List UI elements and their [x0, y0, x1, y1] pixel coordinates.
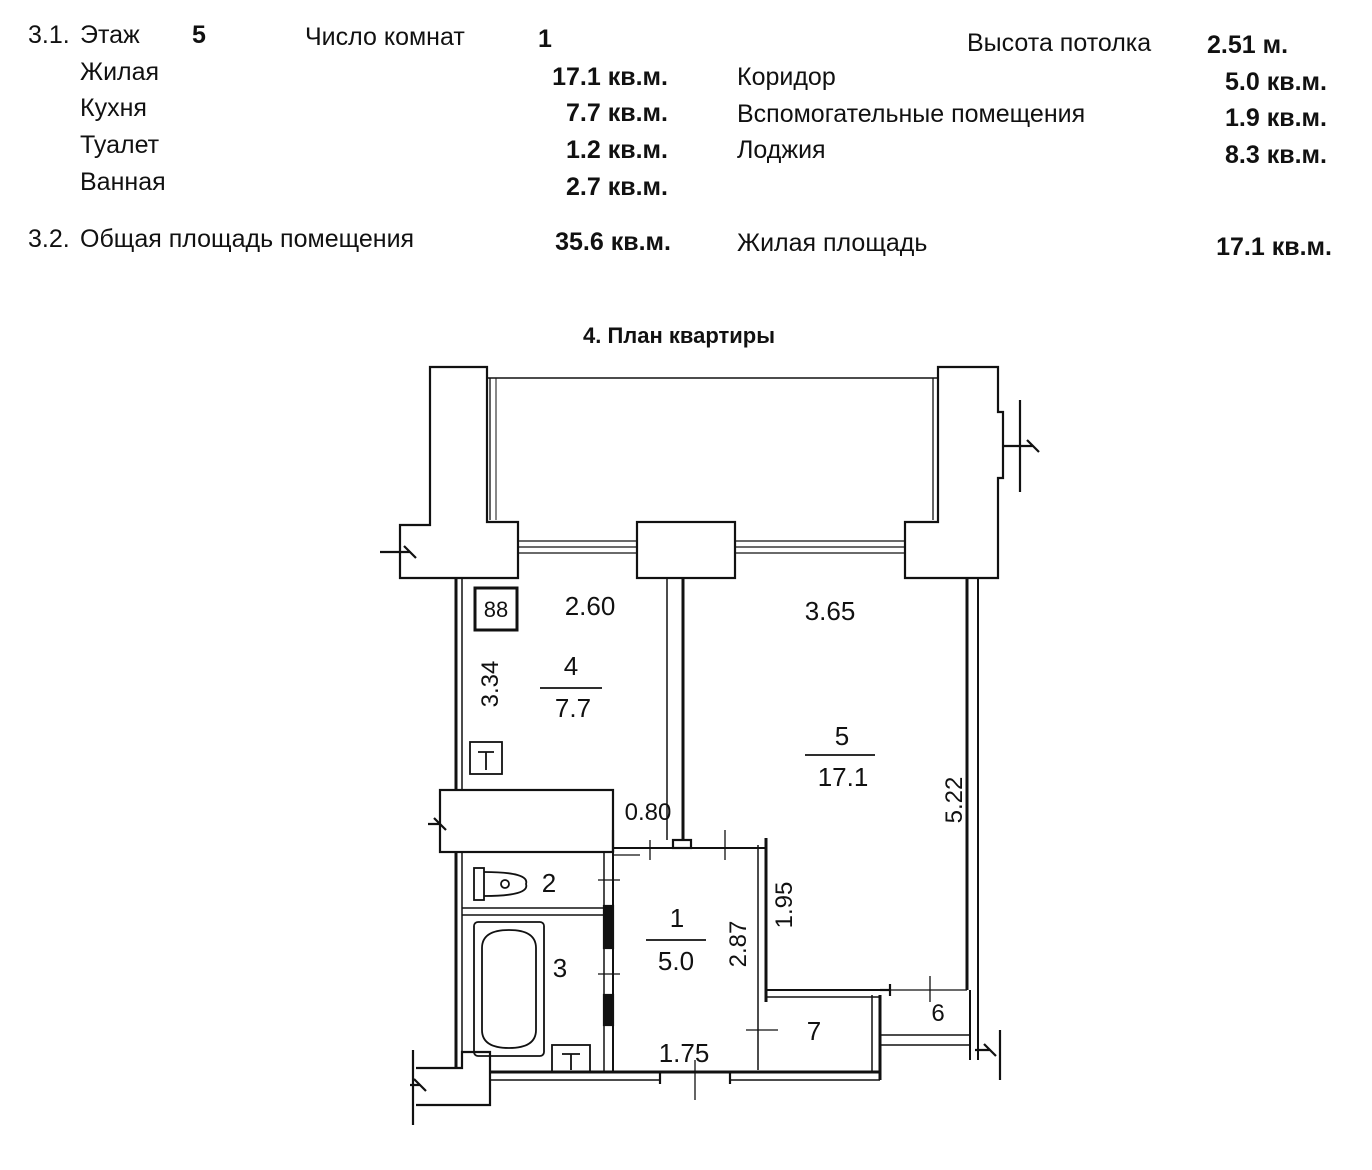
dim-hall-side: 1.95 [771, 882, 798, 929]
window-pier [635, 520, 737, 580]
living-value: 17.1 кв.м. [552, 63, 668, 91]
auxiliary-value: 1.9 кв.м. [1225, 104, 1327, 132]
kitchen-value: 7.7 кв.м. [566, 99, 668, 127]
bathroom-value: 2.7 кв.м. [566, 173, 668, 201]
room-6-number: 6 [931, 1000, 944, 1027]
break-mark-left-bottom [410, 1050, 427, 1125]
break-mark-right-top [1003, 400, 1040, 492]
room-4-area: 7.7 [555, 693, 591, 723]
dim-room-width: 3.65 [805, 596, 856, 626]
floor-label: Этаж [80, 21, 140, 49]
kitchen-wall-block [438, 788, 615, 854]
room-5-number: 5 [835, 721, 849, 751]
living-label: Жилая [80, 58, 160, 86]
stove-icon [473, 586, 519, 632]
living-area-value: 17.1 кв.м. [1216, 233, 1332, 261]
left-pillar [398, 365, 520, 580]
loggia-label: Лоджия [737, 136, 826, 164]
break-mark-left-top [380, 545, 417, 559]
corridor-label: Коридор [737, 63, 836, 91]
section-number-3-1: 3.1. [28, 21, 70, 49]
right-pillar [903, 365, 1005, 580]
room-4-number: 4 [564, 651, 578, 681]
auxiliary-label: Вспомогательные помещения [737, 100, 1086, 128]
break-mark-right-bottom [975, 1030, 1002, 1080]
dim-kitchen-depth: 3.34 [477, 661, 504, 708]
room-3-number: 3 [553, 953, 567, 983]
bathroom-label: Ванная [80, 168, 166, 196]
total-area-value: 35.6 кв.м. [555, 228, 671, 256]
room-1-number: 1 [670, 903, 684, 933]
loggia-value: 8.3 кв.м. [1225, 141, 1327, 169]
total-area-label: Общая площадь помещения [80, 225, 415, 253]
rooms-value: 1 [538, 25, 552, 53]
floor-value: 5 [192, 21, 206, 49]
corridor-value: 5.0 кв.м. [1225, 68, 1327, 96]
rooms-label: Число комнат [305, 23, 465, 51]
kitchen-label: Кухня [80, 94, 147, 122]
dim-kitchen-width: 2.60 [565, 591, 616, 621]
room-2-number: 2 [542, 868, 556, 898]
dim-hall-width: 1.75 [659, 1038, 710, 1068]
living-area-label: Жилая площадь [737, 229, 928, 257]
toilet-label: Туалет [80, 131, 160, 159]
stove-glyph: 88 [484, 597, 508, 622]
break-mark-left-mid [428, 817, 447, 831]
room-5-area: 17.1 [818, 762, 869, 792]
dim-room-depth: 5.22 [941, 777, 968, 824]
section-number-3-2: 3.2. [28, 225, 70, 253]
radiator-icon [469, 741, 503, 775]
plan-title: 4. План квартиры [583, 323, 776, 348]
ceiling-label: Высота потолка [967, 29, 1152, 57]
ceiling-value: 2.51 м. [1207, 31, 1289, 59]
room-7-number: 7 [807, 1016, 821, 1046]
radiator-bath-icon [551, 1044, 591, 1073]
dim-hall-depth: 2.87 [725, 921, 752, 968]
dim-door-width: 0.80 [625, 799, 672, 826]
toilet-value: 1.2 кв.м. [566, 136, 668, 164]
room-1-area: 5.0 [658, 946, 694, 976]
toilet-icon [473, 867, 528, 901]
bathtub-icon [473, 921, 545, 1057]
